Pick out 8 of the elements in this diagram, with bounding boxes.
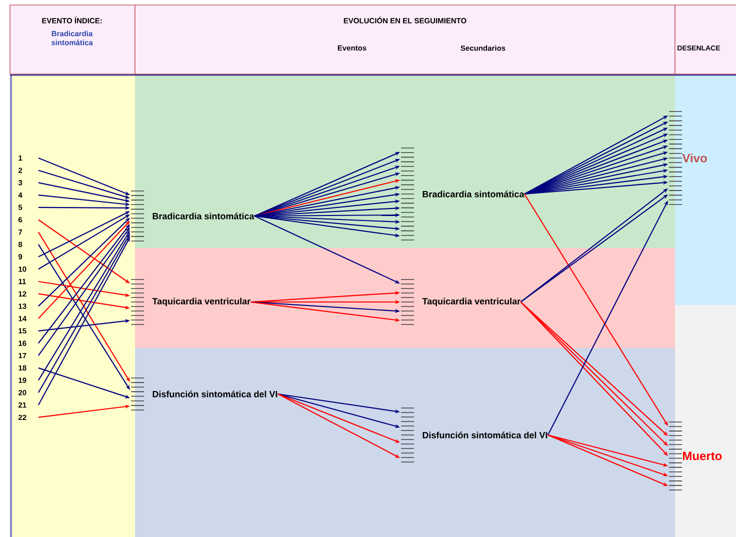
outcome-label: Muerto [683, 452, 722, 460]
outcome-label: Vivo [682, 154, 707, 162]
event-label: Taquicardia ventricular [422, 298, 520, 306]
event-label: Bradicardia sintomática [422, 190, 524, 198]
event-label: Disfunción sintomática del VI [152, 390, 278, 398]
event-label: Bradicardia sintomática [152, 212, 254, 220]
event-label: Disfunción sintomática del VI [422, 432, 548, 438]
event-label: Taquicardia ventricular [152, 298, 250, 306]
